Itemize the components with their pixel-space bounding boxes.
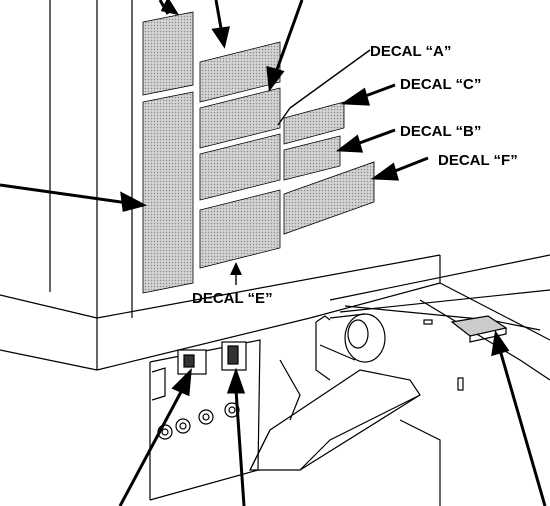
cabinet-panel (0, 0, 441, 371)
connector-2 (175, 418, 191, 434)
decal-top-mid (199, 41, 281, 103)
connector-3 (198, 409, 214, 425)
connector-4 (224, 402, 240, 418)
decal-e-arrowhead (230, 262, 242, 275)
decal-mid-1 (199, 133, 281, 201)
cylinder-end (344, 313, 386, 363)
decal-b (283, 135, 341, 181)
thin-leaders (235, 49, 371, 285)
decal-a (199, 87, 281, 149)
bracket-right (450, 315, 508, 337)
label-decal-f: DECAL “F” (438, 152, 518, 169)
decal-top-left (142, 11, 194, 96)
decal-left-tall (142, 91, 194, 294)
label-decal-b: DECAL “B” (400, 123, 481, 140)
decal-c (283, 101, 345, 145)
decal-group (142, 11, 375, 294)
label-decal-c: DECAL “C” (400, 76, 481, 93)
label-decal-e: DECAL “E” (192, 290, 273, 307)
decal-e (199, 189, 281, 269)
decal-f (283, 161, 375, 235)
lower-equipment (149, 254, 550, 506)
label-decal-a: DECAL “A” (370, 43, 451, 60)
